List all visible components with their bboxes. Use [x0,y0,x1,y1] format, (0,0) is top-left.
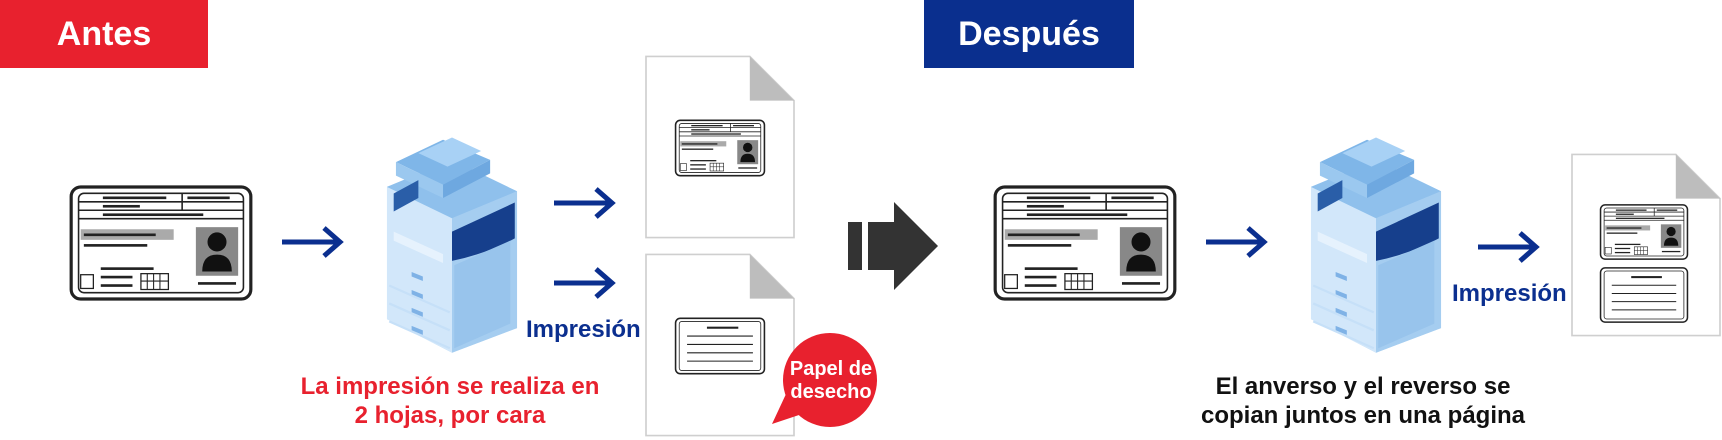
waste-badge-line2: desecho [790,381,872,403]
id-card-icon [1599,204,1689,260]
before-tag: Antes [0,0,208,68]
arrow-right-icon [1478,232,1542,264]
before-tag-label: Antes [56,14,152,53]
arrow-right-icon [554,188,618,220]
before-caption-line2: 2 hojas, por cara [354,402,546,429]
copier-icon [1309,136,1443,354]
copier-icon [385,136,519,354]
waste-badge: Papel de desecho [772,332,878,432]
waste-badge-line1: Papel de [789,358,873,380]
id-card-icon [674,119,766,177]
id-card-icon [1599,267,1689,323]
after-caption-line2: copian juntos en una página [1200,402,1526,429]
id-card-icon [674,317,766,375]
before-caption-line1: La impresión se realiza en [300,373,600,400]
after-tag-label: Después [958,14,1100,53]
after-tag: Después [924,0,1134,68]
after-caption-line1: El anverso y el reverso se [1215,373,1511,400]
arrow-right-icon [554,268,618,300]
arrow-right-icon [282,227,346,259]
print-label: Impresión [1452,280,1567,307]
speech-bubble-icon [772,333,877,427]
id-card-icon [993,185,1177,301]
before-caption: La impresión se realiza en 2 hojas, por … [290,372,610,430]
transition-arrow-icon [848,202,938,290]
print-label: Impresión [526,316,641,343]
after-caption: El anverso y el reverso se copian juntos… [1188,372,1538,430]
arrow-right-icon [1206,227,1270,259]
id-card-icon [69,185,253,301]
